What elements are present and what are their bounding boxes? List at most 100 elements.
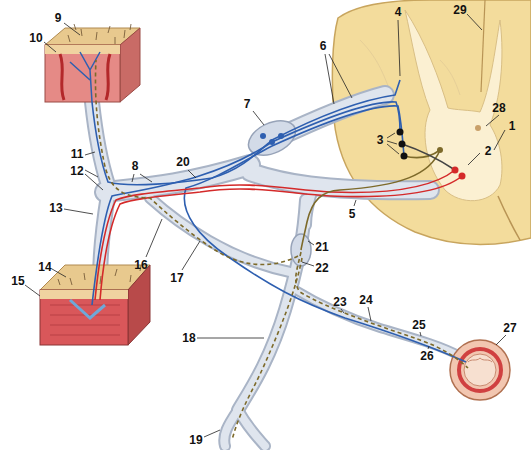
leader-line bbox=[486, 115, 499, 126]
callout-number: 16 bbox=[133, 259, 148, 271]
central-canal bbox=[475, 125, 481, 131]
leader-line bbox=[420, 332, 421, 336]
callout-number: 1 bbox=[508, 120, 517, 132]
ganglion-cell bbox=[269, 139, 275, 145]
leader-line bbox=[302, 262, 314, 266]
leader-line bbox=[64, 23, 80, 35]
motor-fibre bbox=[100, 176, 462, 300]
sympathetic-trunk bbox=[238, 200, 306, 410]
sheath-outline bbox=[92, 95, 460, 446]
leader-line bbox=[387, 141, 397, 144]
visceral-nerve bbox=[292, 288, 460, 356]
leader-line bbox=[44, 42, 56, 52]
motor-neuron bbox=[459, 173, 466, 180]
callout-number: 5 bbox=[348, 208, 357, 220]
ramus-communicans bbox=[150, 198, 290, 272]
callout-number: 22 bbox=[314, 262, 329, 274]
callout-number: 26 bbox=[419, 350, 434, 362]
callout-number: 24 bbox=[358, 294, 373, 306]
callout-number: 10 bbox=[28, 32, 43, 44]
skin-block bbox=[45, 24, 140, 102]
callout-number: 12 bbox=[69, 165, 84, 177]
sympathetic-trunk bbox=[238, 200, 306, 410]
leader-line bbox=[341, 309, 344, 313]
neuron-body bbox=[399, 141, 406, 148]
callout-number: 20 bbox=[175, 156, 190, 168]
callout-number: 18 bbox=[181, 332, 196, 344]
callout-number: 23 bbox=[332, 296, 347, 308]
leader-line bbox=[428, 346, 429, 349]
leader-line bbox=[398, 20, 400, 76]
leader-line bbox=[494, 130, 505, 150]
visceral-nerve bbox=[292, 288, 460, 356]
ganglion-cell bbox=[260, 133, 266, 139]
callout-number: 13 bbox=[48, 202, 63, 214]
leader-line bbox=[387, 133, 395, 138]
leader-line bbox=[197, 338, 264, 339]
epidermis bbox=[45, 45, 120, 54]
callout-number: 29 bbox=[452, 4, 467, 16]
leader-line bbox=[387, 144, 399, 154]
trunk-fibre bbox=[232, 258, 302, 440]
callout-number: 7 bbox=[243, 98, 252, 110]
muscle-spindle bbox=[70, 300, 105, 318]
callout-number: 8 bbox=[131, 160, 140, 172]
leader-lines bbox=[25, 14, 506, 437]
callout-number: 3 bbox=[376, 134, 385, 146]
leader-line bbox=[368, 307, 371, 321]
postganglionic-fibre bbox=[95, 60, 298, 265]
ganglion-cell bbox=[278, 133, 284, 139]
cord-texture bbox=[440, 60, 460, 95]
leader-line bbox=[182, 241, 200, 270]
leader-line bbox=[85, 152, 95, 155]
intestine bbox=[450, 340, 510, 400]
leader-line bbox=[188, 170, 196, 178]
callout-number: 11 bbox=[70, 148, 85, 160]
skin-layer bbox=[40, 290, 128, 299]
callout-number: 17 bbox=[169, 272, 184, 284]
white-matter bbox=[332, 0, 531, 244]
leader-line bbox=[85, 174, 103, 190]
callout-number: 25 bbox=[411, 319, 426, 331]
cord-texture bbox=[360, 40, 390, 90]
mucosal-folds bbox=[468, 358, 492, 362]
muscle-layer bbox=[459, 349, 501, 391]
posterior-septum bbox=[481, 0, 485, 92]
callout-number: 4 bbox=[394, 6, 403, 18]
callout-number: 9 bbox=[54, 12, 63, 24]
callout-number: 6 bbox=[319, 40, 328, 52]
ramus-communicans bbox=[150, 198, 290, 272]
sheath-fill bbox=[92, 95, 460, 446]
leader-line bbox=[468, 153, 480, 165]
callout-number: 21 bbox=[314, 241, 329, 253]
leader-line bbox=[146, 219, 162, 257]
neuron-body bbox=[401, 153, 408, 160]
muscle-side bbox=[128, 265, 150, 345]
muscle-fibres bbox=[50, 305, 120, 335]
motor-neuron bbox=[452, 167, 459, 174]
callout-number: 2 bbox=[484, 145, 493, 157]
leader-line bbox=[467, 14, 482, 30]
anterior-fissure bbox=[498, 196, 520, 240]
trunk-branch bbox=[238, 410, 265, 446]
leader-line bbox=[52, 269, 66, 277]
leader-line bbox=[496, 335, 506, 345]
skin-side bbox=[120, 28, 140, 102]
leader-line bbox=[132, 174, 134, 182]
leader-line bbox=[25, 285, 40, 296]
callout-number: 14 bbox=[37, 261, 52, 273]
leader-line bbox=[253, 111, 264, 125]
trunk-branch bbox=[238, 410, 265, 446]
spinal-cord bbox=[332, 0, 531, 244]
callout-number: 15 bbox=[10, 275, 25, 287]
lumen bbox=[464, 354, 496, 386]
neuron-bodies bbox=[260, 129, 466, 180]
autonomic-neuron bbox=[437, 147, 443, 153]
spinal-nerve bbox=[105, 165, 250, 192]
dermis bbox=[45, 45, 120, 102]
callout-number: 28 bbox=[491, 102, 506, 114]
nerve-fibres bbox=[92, 60, 468, 440]
neuron-body bbox=[397, 129, 404, 136]
